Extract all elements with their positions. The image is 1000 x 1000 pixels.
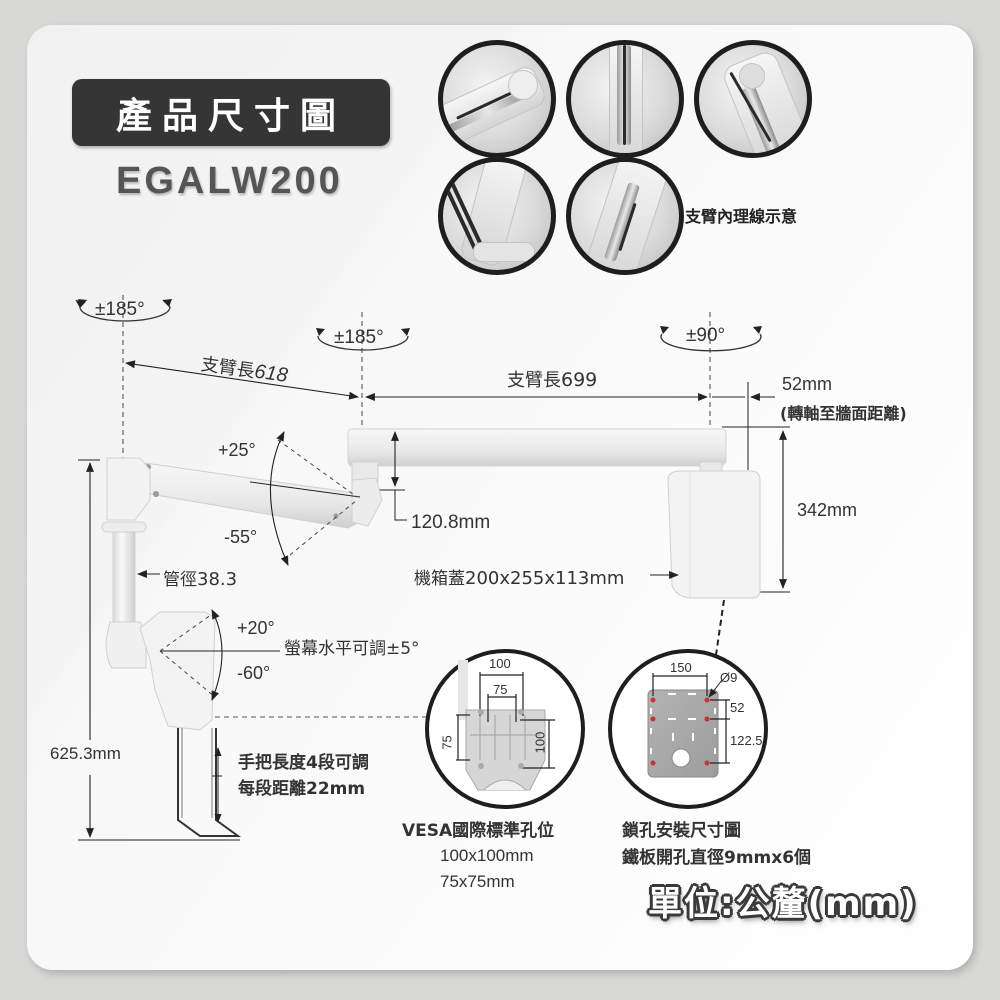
level-adjust-label: 螢幕水平可調±5° xyxy=(284,639,420,659)
rotation-indicator-wall xyxy=(660,326,762,352)
base-rotation-label: ±185° xyxy=(95,299,145,320)
vesa-size-1: 100x100mm xyxy=(440,846,534,865)
arm-tilt-down-label: -55° xyxy=(224,527,258,547)
page-title: 產品尺寸圖 xyxy=(72,79,390,146)
rotation-indicator-middle xyxy=(316,328,410,351)
monitor-tilt-up-label: +20° xyxy=(237,618,275,638)
plate-width-label: 150 xyxy=(670,660,692,675)
vesa-size-2: 75x75mm xyxy=(440,872,515,891)
vesa-outer-height: 100 xyxy=(532,731,548,754)
monitor-tilt-down-label: -60° xyxy=(237,663,271,683)
wall-offset-value: 52mm xyxy=(782,374,833,394)
box-height-label: 342mm xyxy=(797,500,858,520)
vesa-title: VESA國際標準孔位 xyxy=(402,821,555,841)
vesa-detail xyxy=(425,649,585,809)
handle-note: 手把長度4段可調 每段距離22mm xyxy=(238,753,369,799)
plate-gap-1: 52 xyxy=(730,700,745,715)
plate-title: 鎖孔安裝尺寸圖 xyxy=(622,821,741,841)
unit-badge: 單位:公釐(mm) xyxy=(648,884,918,924)
wall-rotation-label: ±90° xyxy=(686,325,726,346)
vesa-outer-width: 100 xyxy=(489,656,511,671)
plate-note: 鐵板開孔直徑9mmx6個 xyxy=(622,848,812,868)
cable-photo-5 xyxy=(566,157,684,275)
vesa-inner-width: 75 xyxy=(493,682,508,697)
cable-photo-2 xyxy=(566,40,684,158)
model-number: EGALW200 xyxy=(116,160,343,202)
mount-plate-detail xyxy=(608,649,768,809)
cable-photo-1 xyxy=(438,40,556,158)
plate-gap-2: 122.5 xyxy=(730,733,763,748)
rotation-indicator-base xyxy=(75,299,172,322)
arm-tilt-up-label: +25° xyxy=(218,440,256,460)
middle-rotation-label: ±185° xyxy=(334,327,384,348)
mount-holes xyxy=(650,697,710,766)
total-height-label: 625.3mm xyxy=(50,744,121,763)
pipe-diameter-label: 管徑38.3 xyxy=(163,569,238,590)
vesa-inner-height: 75 xyxy=(439,735,455,750)
box-cover-label: 機箱蓋200x255x113mm xyxy=(414,568,625,589)
wall-offset-note: (轉軸至牆面距離) xyxy=(780,404,907,423)
arm-drop-label: 120.8mm xyxy=(411,512,491,533)
cable-photo-3 xyxy=(694,40,812,158)
cable-photo-4 xyxy=(438,157,556,275)
plate-hole-diameter: Ø9 xyxy=(720,670,738,685)
arm2-length-label: 支臂長699 xyxy=(507,369,598,391)
page-title-text: 產品尺寸圖 xyxy=(115,95,346,137)
cable-photos-caption: 支臂內理線示意 xyxy=(685,207,798,226)
